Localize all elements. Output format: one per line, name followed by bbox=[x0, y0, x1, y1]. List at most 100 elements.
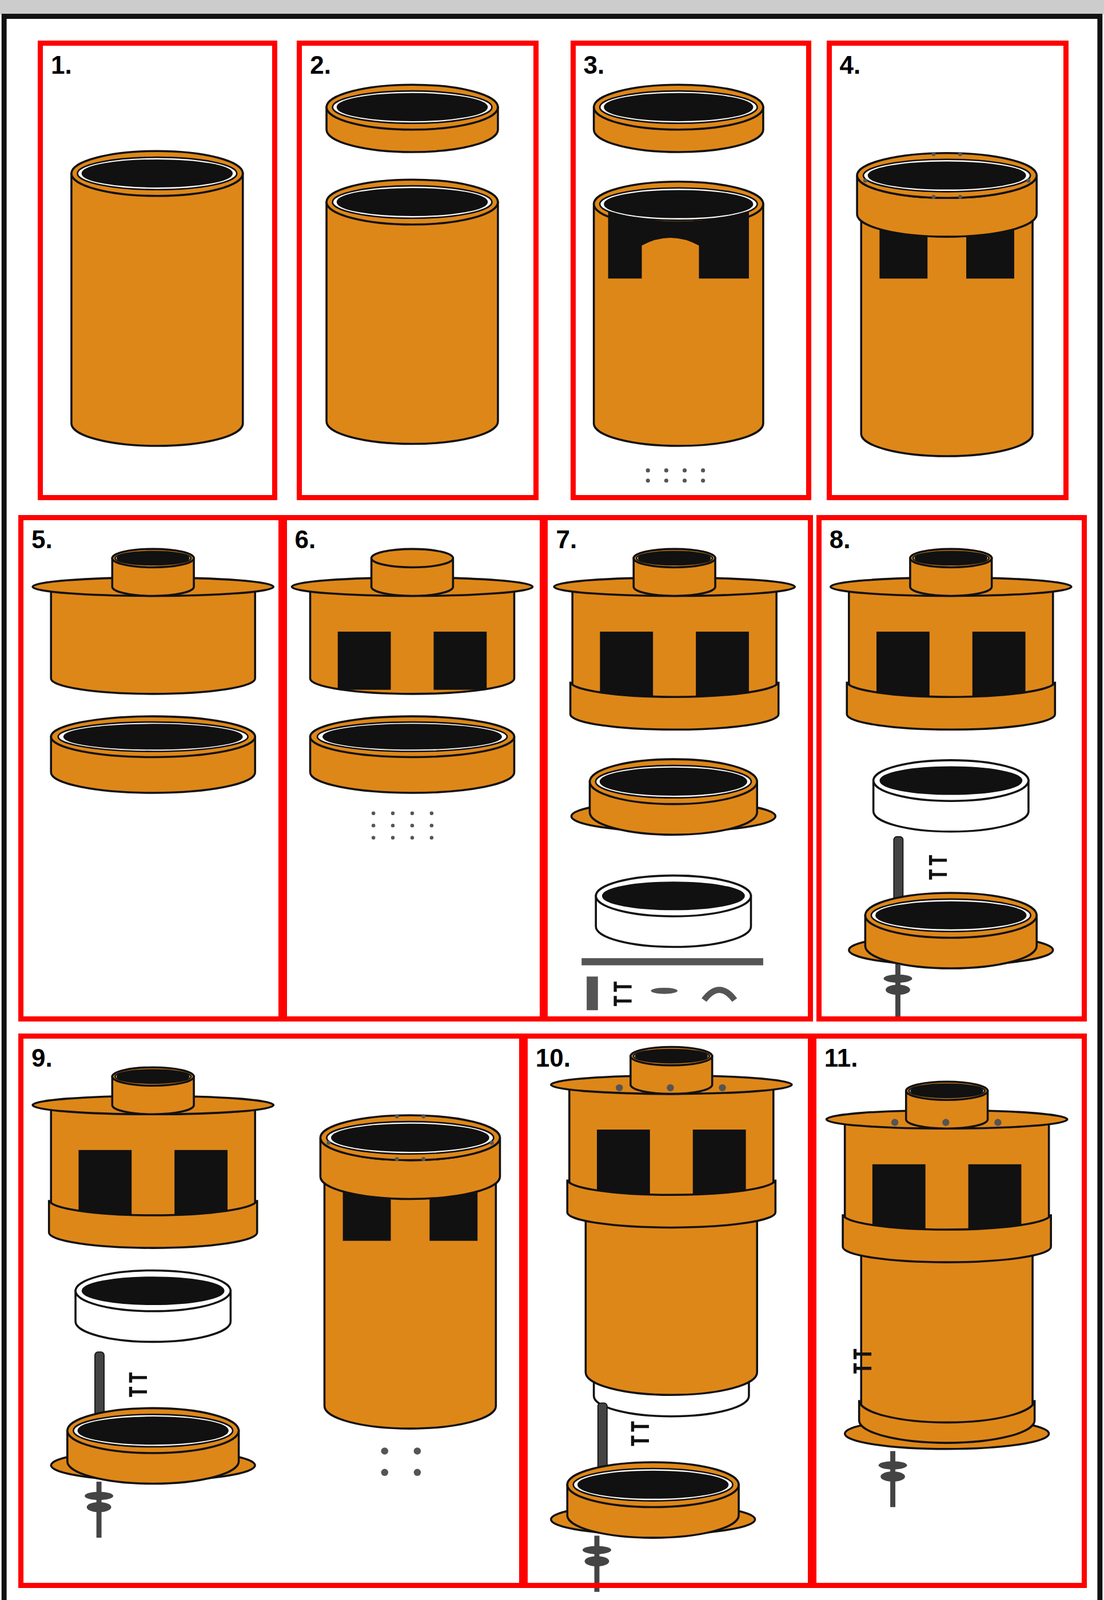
rim bbox=[910, 548, 992, 568]
step-number: 5. bbox=[31, 525, 53, 554]
cylinder-body bbox=[849, 586, 1054, 704]
rim bbox=[594, 84, 764, 130]
step-panel: 3. bbox=[570, 40, 812, 500]
bore bbox=[604, 190, 753, 218]
screw-dot bbox=[429, 811, 434, 815]
screw-dot bbox=[429, 823, 434, 828]
bore bbox=[117, 552, 189, 564]
band bbox=[859, 1400, 1035, 1444]
rim bbox=[67, 1408, 239, 1454]
screw-dot bbox=[615, 1084, 623, 1092]
screw-dot bbox=[931, 194, 936, 199]
outer-frame bbox=[4, 16, 1100, 1600]
bore bbox=[332, 1125, 489, 1152]
window bbox=[969, 1165, 1020, 1230]
washer-symbol bbox=[130, 1387, 147, 1398]
rim bbox=[873, 760, 1029, 801]
screw-dot bbox=[391, 811, 395, 815]
rim-edge bbox=[317, 722, 508, 752]
screw-dot bbox=[413, 1447, 421, 1455]
screw-dot bbox=[931, 152, 936, 157]
step-number: 9. bbox=[31, 1044, 53, 1072]
washer-symbol bbox=[632, 1421, 649, 1433]
rim-edge bbox=[58, 722, 249, 752]
step-panel: 11. bbox=[811, 1033, 1087, 1588]
bore bbox=[639, 552, 711, 564]
bore bbox=[869, 162, 1026, 189]
step-panel: 8. bbox=[816, 515, 1087, 1022]
washer-symbol bbox=[615, 981, 632, 992]
screw-dot bbox=[381, 1469, 389, 1477]
screw-dot bbox=[958, 194, 963, 199]
rod bbox=[581, 958, 764, 966]
rim bbox=[906, 1081, 988, 1100]
step-panel: 4. bbox=[826, 40, 1069, 500]
rim-edge bbox=[73, 1414, 233, 1448]
window bbox=[873, 1165, 925, 1230]
step-panel: 5. bbox=[18, 515, 284, 1022]
step-number: 11. bbox=[824, 1044, 859, 1072]
bore bbox=[82, 160, 232, 187]
bore bbox=[603, 882, 744, 910]
bore bbox=[915, 552, 987, 564]
rim-edge bbox=[909, 1084, 986, 1098]
rim bbox=[857, 153, 1037, 199]
rim-edge bbox=[326, 1121, 494, 1155]
screw-dot bbox=[891, 1118, 899, 1126]
window bbox=[600, 632, 652, 697]
bore bbox=[604, 94, 753, 121]
rim bbox=[567, 1462, 739, 1508]
screw-dot bbox=[326, 1141, 331, 1146]
rim bbox=[590, 759, 758, 805]
band bbox=[846, 681, 1055, 730]
window bbox=[877, 632, 929, 697]
step-panel: 1. bbox=[37, 40, 278, 500]
step-number: 4. bbox=[839, 51, 862, 79]
step-panel: 7. bbox=[542, 515, 813, 1022]
rim bbox=[865, 893, 1037, 939]
rim-edge bbox=[595, 765, 752, 799]
screw-dot bbox=[421, 1157, 426, 1162]
rim bbox=[71, 150, 243, 197]
cylinder-body bbox=[861, 1240, 1033, 1432]
rim bbox=[630, 1046, 713, 1066]
screw-dot bbox=[371, 811, 376, 815]
screw-dot bbox=[664, 478, 669, 483]
washer bbox=[651, 987, 678, 995]
top-bar bbox=[0, 0, 1104, 15]
rim-edge bbox=[636, 551, 713, 565]
rim bbox=[75, 1270, 231, 1311]
rim-edge bbox=[332, 185, 493, 219]
washer-symbol bbox=[130, 1372, 147, 1384]
band bbox=[567, 1180, 776, 1229]
bore bbox=[600, 768, 747, 796]
wing-nut bbox=[84, 1492, 114, 1501]
screw-dot bbox=[664, 468, 669, 473]
rim bbox=[633, 548, 716, 568]
screw-dot bbox=[718, 1084, 726, 1092]
rim-edge bbox=[863, 159, 1031, 193]
screw-dot bbox=[1026, 178, 1031, 183]
wing-nut bbox=[86, 1502, 112, 1513]
screw-dot bbox=[958, 152, 963, 157]
window bbox=[696, 632, 748, 697]
screw-dot bbox=[395, 1157, 400, 1162]
washer-symbol bbox=[855, 1349, 872, 1360]
screw-dot bbox=[391, 835, 395, 840]
step-panel: 2. bbox=[296, 40, 539, 500]
washer-symbol bbox=[632, 1436, 649, 1447]
band bbox=[570, 681, 779, 730]
pin bbox=[598, 1403, 608, 1470]
window bbox=[694, 1130, 745, 1195]
screw-dot bbox=[391, 823, 395, 828]
wing-nut bbox=[878, 1461, 908, 1470]
window bbox=[598, 1130, 649, 1195]
rim-edge bbox=[913, 551, 990, 565]
rim bbox=[310, 716, 515, 757]
rim-edge bbox=[633, 1049, 710, 1063]
bore bbox=[876, 902, 1026, 929]
screw-dot bbox=[381, 1447, 389, 1455]
bore bbox=[337, 94, 488, 121]
washer-symbol bbox=[615, 995, 632, 1007]
